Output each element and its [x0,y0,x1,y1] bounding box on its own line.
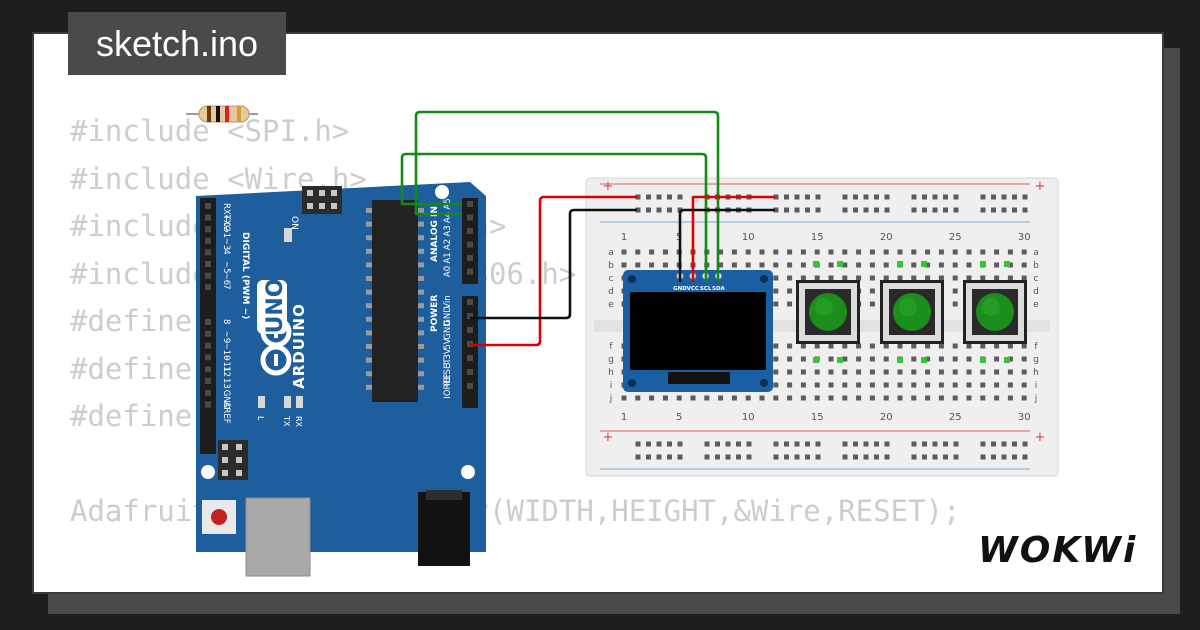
push-button[interactable] [880,261,944,363]
wokwi-logo: WOKWi [978,530,1138,571]
row-letter: h [608,368,614,378]
row-letter: g [1033,355,1039,365]
power-pin-label: Vin [443,295,453,308]
push-button[interactable] [796,261,860,363]
row-letter: e [608,300,614,310]
row-letter: a [1033,248,1039,258]
row-letter: i [610,381,613,391]
code-line: #include <Wire.h> [70,161,367,196]
power-pin-label: 3.3V [443,348,453,368]
power-pin-label: RESET [443,358,453,386]
power-label: POWER [430,295,440,332]
column-number: 1 [621,232,627,243]
wire-vcc [691,195,775,282]
push-button[interactable] [963,261,1027,363]
digital-pin-label: TX→1 [221,214,231,239]
digital-pin-label: GND [221,390,231,410]
wire-gnd [470,208,637,320]
plus-sign: + [1035,430,1046,445]
column-number: 25 [949,232,962,243]
analog-pin-label: A4 [443,212,453,223]
digital-pin-label: ~6 [221,273,231,286]
analog-pin-label: A1 [443,252,453,263]
digital-pin-label: ~5 [221,261,231,274]
digital-pin-label: 8 [221,319,231,324]
oled-pin-label: SCL [700,286,712,292]
row-letter: f [609,342,613,352]
arduino-uno[interactable]: UNO ARDUINO ON DIGITAL (PWM ~) ANALOG IN… [196,182,486,577]
column-number: 15 [811,232,824,243]
analog-pin-label: A3 [443,225,453,236]
tx-label: TX [282,415,291,427]
digital-pin-label: ~9 [221,331,231,344]
digital-pin-label: 12 [221,366,231,377]
column-number: 1 [621,412,627,423]
column-number: 15 [811,412,824,423]
file-tab[interactable]: sketch.ino [68,12,286,75]
code-line: #include <SPI.h> [70,114,350,148]
plus-sign: + [603,430,614,445]
column-number: 10 [742,412,755,423]
row-letter: j [1034,394,1038,404]
row-letter: i [1035,381,1038,391]
digital-pin-label: ~10 [221,343,231,361]
wire-sda [414,110,720,282]
plus-sign: + [1035,179,1046,194]
row-letter: e [1033,300,1039,310]
digital-pin-label: 4 [221,249,231,254]
board-model: UNO [263,279,288,334]
rx-label: RX [294,416,303,428]
l-label: L [256,416,265,421]
column-number: 30 [1018,232,1031,243]
power-pin-label: GND [443,320,453,340]
analog-pin-label: A2 [443,239,453,250]
digital-pin-label: ~3 [221,238,231,251]
wires [400,110,775,347]
column-number: 10 [742,232,755,243]
row-letter: h [1033,368,1039,378]
digital-pin-label: ~11 [221,354,231,372]
row-letter: g [608,355,614,365]
row-letter: a [608,248,614,258]
board-brand: ARDUINO [290,303,308,389]
digital-pin-label: RX←0 [221,203,231,227]
row-letter: b [608,261,614,271]
column-number: 20 [880,232,893,243]
digital-label: DIGITAL (PWM ~) [240,232,250,319]
column-number: 5 [676,412,682,423]
power-pin-label: 5V [443,338,453,349]
column-number: 30 [1018,412,1031,423]
row-letter: d [608,287,614,297]
column-number: 20 [880,412,893,423]
plus-sign: + [603,179,614,194]
oled-pin-label: GND [673,286,687,292]
power-pin-label: IOREF [443,373,453,398]
oled-pin-label: VCC [687,286,699,292]
row-letter: j [609,394,613,404]
on-label: ON [289,216,299,230]
digital-pin-label: 2 [221,226,231,231]
wire-scl [400,152,708,282]
wire-5v [470,195,637,347]
digital-pin-label: AREF [221,402,231,424]
oled-pin-label: SDA [712,286,726,292]
digital-pin-label: 13 [221,378,231,389]
power-pin-label: GND [443,306,453,326]
row-letter: c [1034,274,1039,284]
resistor[interactable] [186,105,258,123]
digital-pin-label: 7 [221,284,231,289]
row-letter: f [1034,342,1038,352]
row-letter: c [609,274,614,284]
wire-gnd-oled [678,208,775,282]
analog-label: ANALOG IN [430,206,440,262]
row-letter: b [1033,261,1039,271]
column-number: 25 [949,412,962,423]
analog-pin-label: A0 [443,266,453,277]
row-letter: d [1033,287,1039,297]
code-line: void setup() { [70,583,960,592]
